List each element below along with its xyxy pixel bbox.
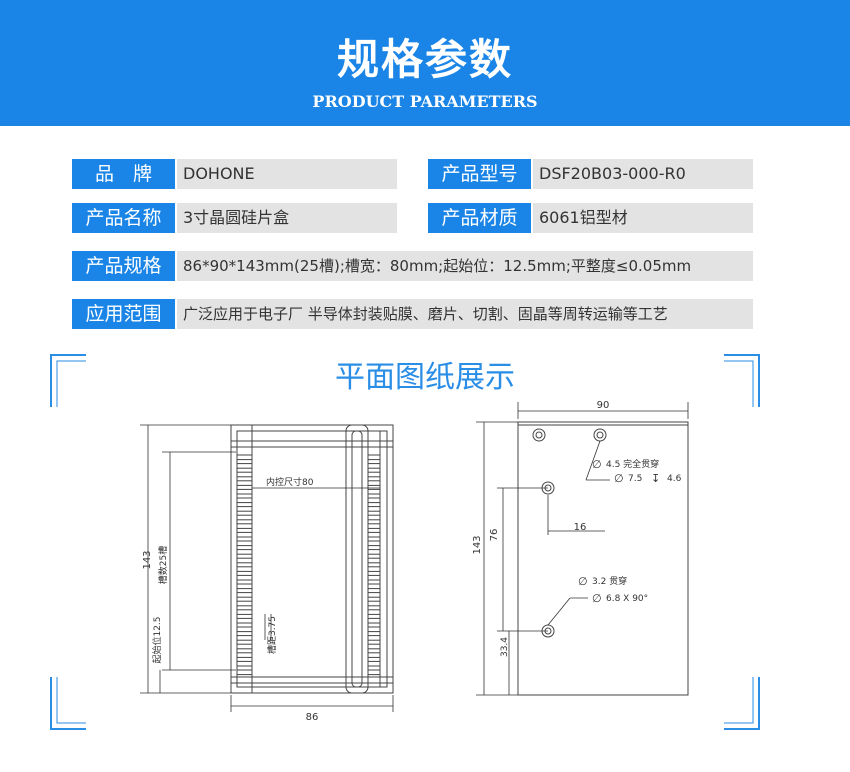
page-subtitle: PRODUCT PARAMETERS [312,92,538,111]
end-hole1-cbore: 7.5 [628,474,642,484]
end-offset-dim: 16 [574,522,587,533]
side-start-label: 起始位12.5 [151,616,163,663]
spec-spec-label: 产品规格 [72,251,175,281]
spec-name-row: 产品名称 3寸晶圆硅片盒 [72,203,397,233]
header-banner: 规格参数 PRODUCT PARAMETERS [0,0,850,126]
end-hole-pitch-dim: 76 [489,529,500,542]
corner-bracket-bottom-left [50,677,86,730]
spec-brand-value: DOHONE [177,159,397,189]
spec-brand-label: 品 牌 [72,159,175,189]
diameter-icon: ∅ [592,458,602,471]
spec-spec-row: 产品规格 86*90*143mm(25槽);槽宽：80mm;起始位：12.5mm… [72,251,753,281]
spec-brand-row: 品 牌 DOHONE [72,159,397,189]
spec-model-label: 产品型号 [428,159,531,189]
side-pitch-label: 槽距3.75 [266,616,278,654]
diameter-icon: ∅ [592,592,602,605]
end-bottom-dim: 33.4 [500,637,510,657]
diameter-icon: ∅ [614,472,624,485]
end-hole2-note: 3.2 贯穿 [592,575,627,587]
spec-application-row: 应用范围 广泛应用于电子厂 半导体封装贴膜、磨片、切割、固晶等周转运输等工艺 [72,299,753,329]
side-height-dim: 143 [142,550,153,569]
end-hole1-note: 4.5 完全贯穿 [606,458,659,470]
spec-material-row: 产品材质 6061铝型材 [428,203,753,233]
page-title: 规格参数 [336,35,513,84]
spec-application-label: 应用范围 [72,299,175,329]
diameter-icon: ∅ [578,575,588,588]
corner-bracket-top-right [724,354,760,407]
spec-name-value: 3寸晶圆硅片盒 [177,203,397,233]
spec-spec-value: 86*90*143mm(25槽);槽宽：80mm;起始位：12.5mm;平整度≤… [177,251,753,281]
end-hole2-csink: 6.8 X 90° [606,594,648,604]
side-width-dim: 86 [306,712,319,723]
side-slots-label: 槽数25槽 [157,546,169,584]
spec-model-row: 产品型号 DSF20B03-000-R0 [428,159,753,189]
spec-material-value: 6061铝型材 [533,203,753,233]
spec-material-label: 产品材质 [428,203,531,233]
side-inner-label: 内控尺寸80 [266,476,314,488]
spec-application-value: 广泛应用于电子厂 半导体封装贴膜、磨片、切割、固晶等周转运输等工艺 [177,299,753,329]
end-height-dim: 143 [472,535,483,554]
end-hole1-depth: 4.6 [667,474,682,484]
spec-name-label: 产品名称 [72,203,175,233]
spec-model-value: DSF20B03-000-R0 [533,159,753,189]
end-width-dim: 90 [597,400,610,411]
corner-bracket-bottom-right [724,677,760,730]
corner-bracket-top-left [50,354,86,407]
drawing-section-title: 平面图纸展示 [335,360,515,395]
depth-icon: ↧ [651,472,660,485]
